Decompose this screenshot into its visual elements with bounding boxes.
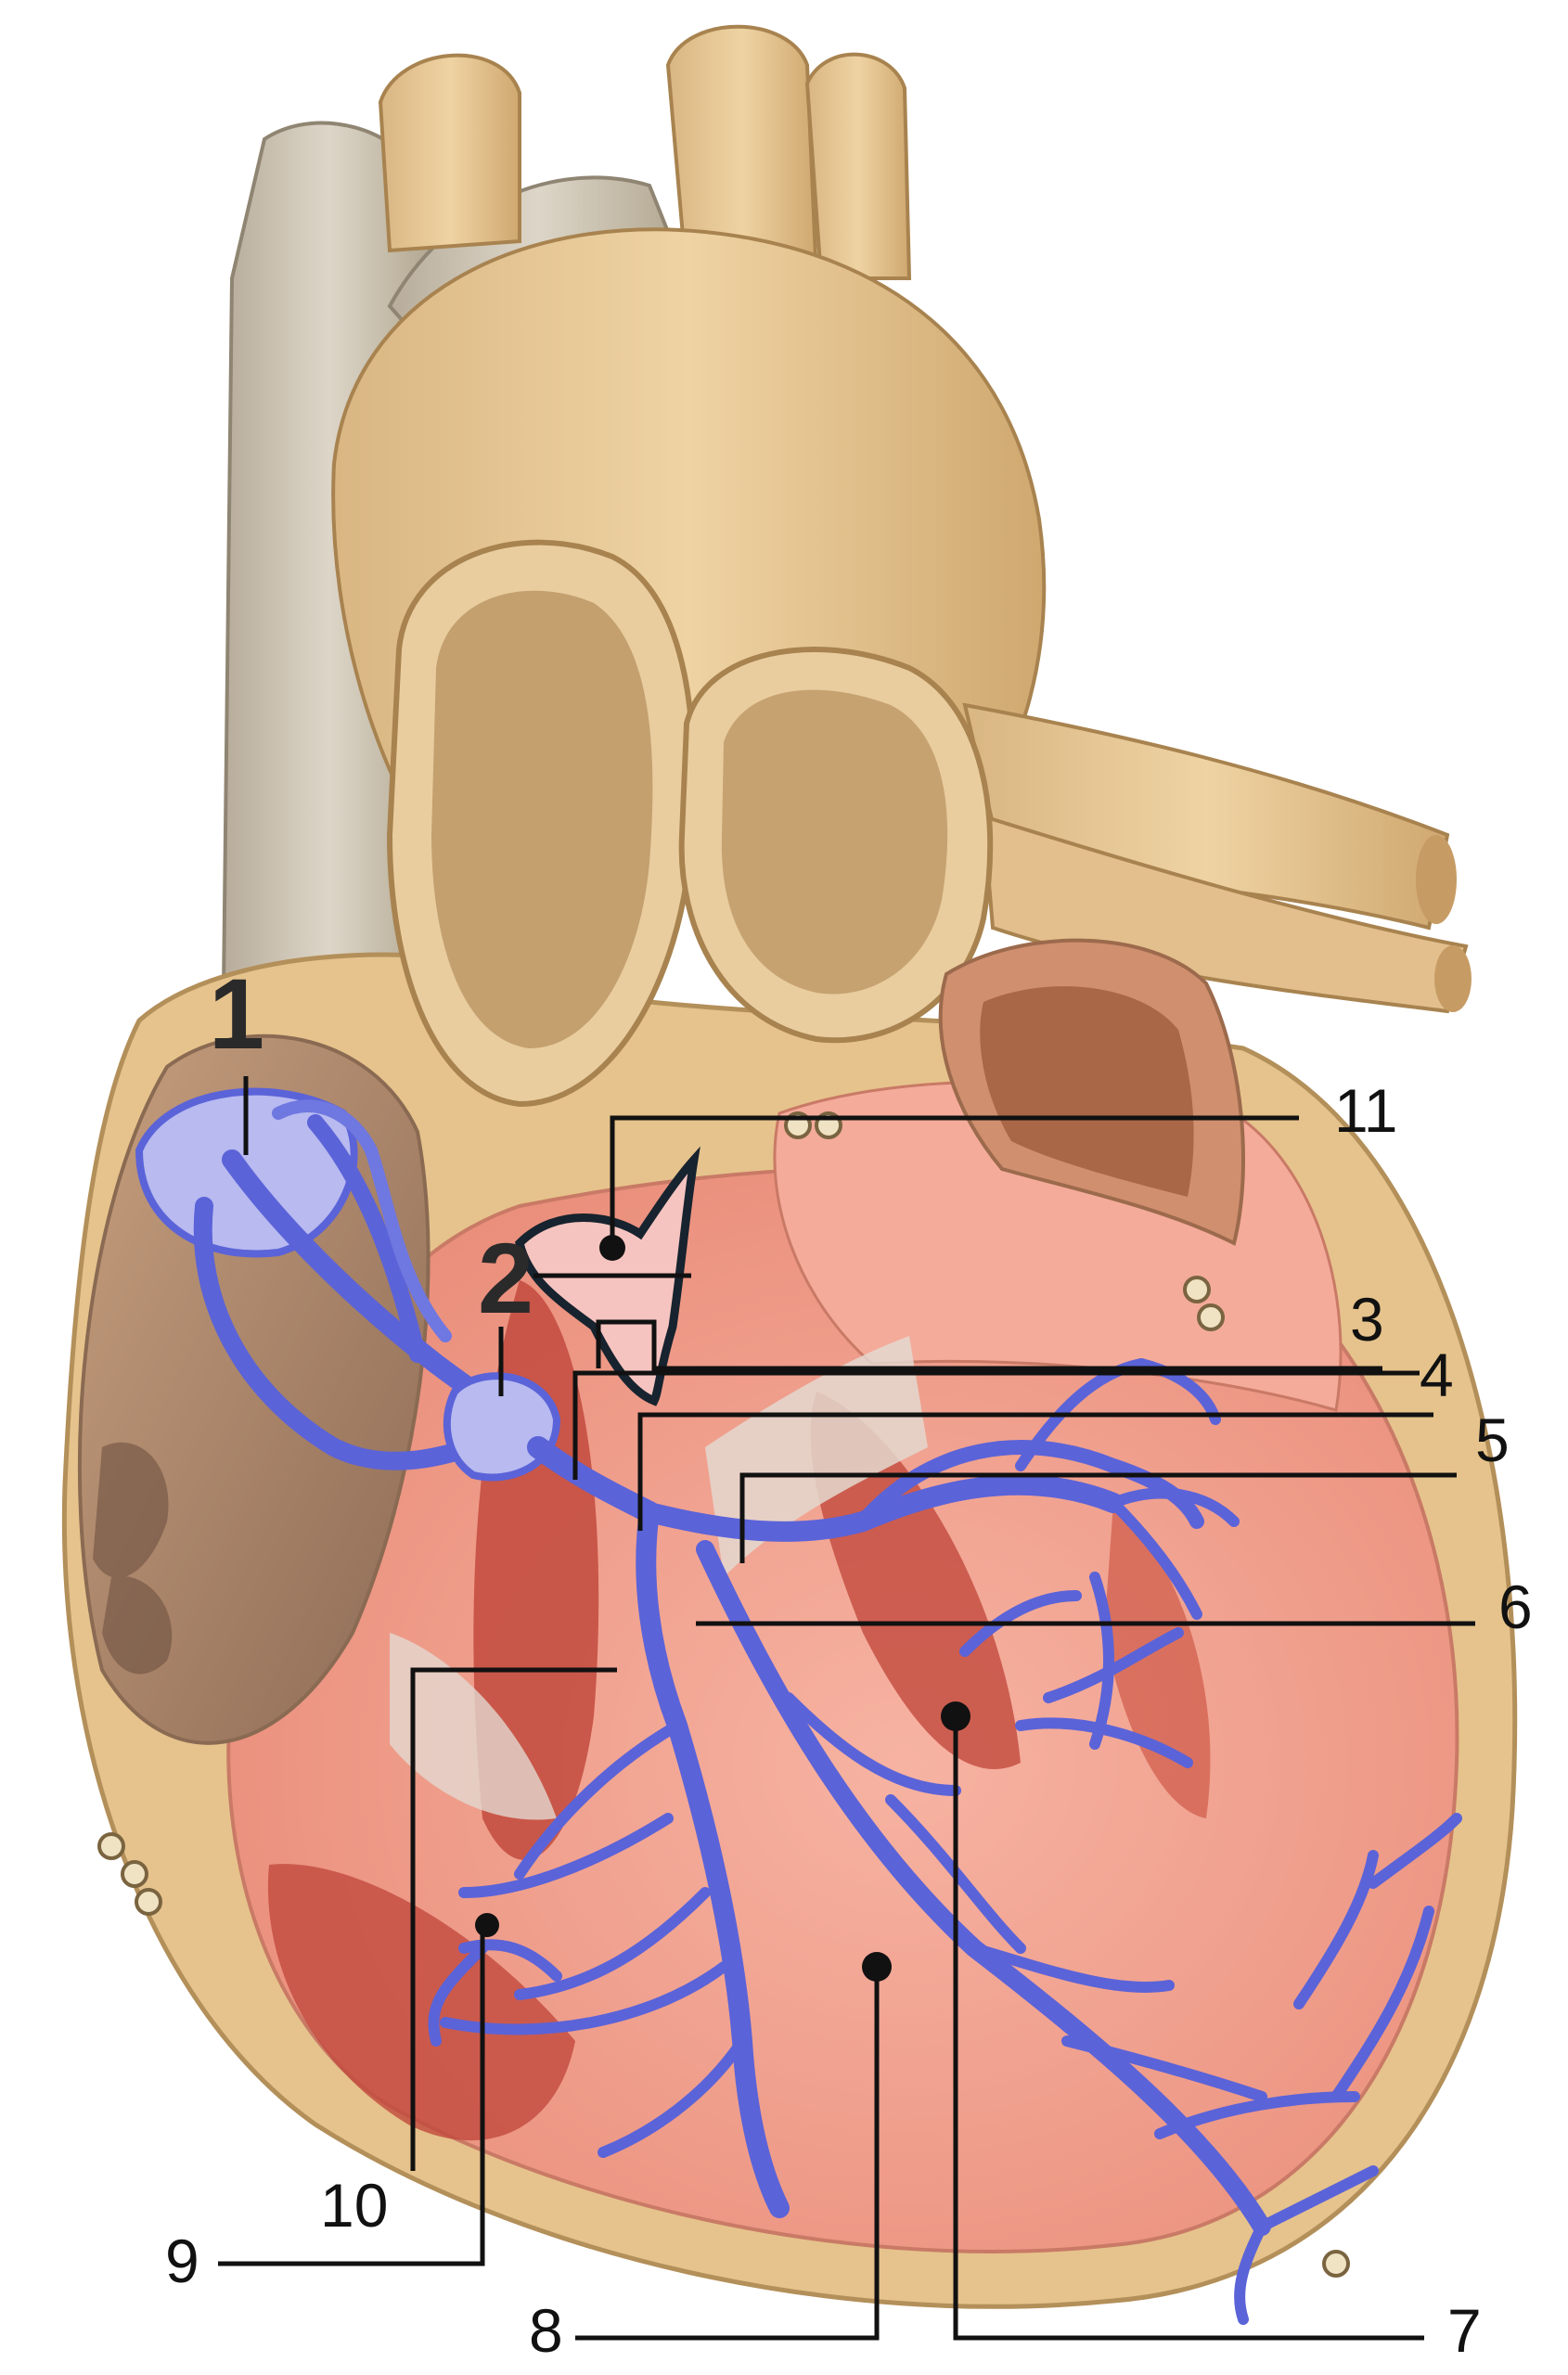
aortic-opening-inner xyxy=(431,590,653,1048)
bachmann-bundle xyxy=(272,1099,452,1342)
pulmonary-opening xyxy=(1416,835,1457,924)
conduction-system xyxy=(135,1087,1462,2325)
aortic-branch-3 xyxy=(804,52,912,280)
internodal-pathway-posterior xyxy=(307,1114,426,1363)
right-bundle-branch xyxy=(636,1502,790,2218)
pulmonary-opening-large-inner xyxy=(721,689,948,995)
leader-line-8 xyxy=(575,1967,880,2341)
label-4: 4 xyxy=(1420,1341,1454,1409)
label-1: 1 xyxy=(209,957,264,1070)
left-atrial-texture xyxy=(980,986,1194,1197)
leader-line-3 xyxy=(596,1319,1382,1371)
label-9: 9 xyxy=(165,2227,199,2295)
papillary-muscle-2 xyxy=(810,1392,1021,1770)
leader-line-7 xyxy=(953,1716,1424,2341)
leader-lines xyxy=(218,1076,1475,2341)
pulmonary-opening-2 xyxy=(1434,945,1472,1012)
chordae-tendineae xyxy=(705,1336,928,1577)
label-8: 8 xyxy=(529,2296,563,2365)
bundle-of-his xyxy=(527,1436,661,1523)
labels: 1 2 11 3 4 5 6 10 9 8 7 xyxy=(165,957,1533,2365)
label-7: 7 xyxy=(1447,2296,1482,2365)
pectinate-muscles xyxy=(93,1442,173,1675)
leader-line-9 xyxy=(218,1930,485,2266)
label-dots xyxy=(475,1235,970,1982)
dot-8 xyxy=(862,1952,892,1982)
label-6: 6 xyxy=(1498,1573,1533,1641)
dot-11 xyxy=(599,1235,625,1261)
label-11: 11 xyxy=(1334,1076,1398,1145)
chordae-tendineae-2 xyxy=(390,1633,557,1820)
purkinje-fibers xyxy=(428,1358,1462,2325)
papillary-muscle-3 xyxy=(267,1864,575,2141)
leader-line-11 xyxy=(610,1115,1299,1248)
aortic-branch-1 xyxy=(378,53,521,253)
aortic-branch-2 xyxy=(665,24,819,280)
heart-illustration xyxy=(61,24,1518,2325)
label-5: 5 xyxy=(1475,1406,1510,1474)
leader-line-10 xyxy=(410,1667,617,2171)
leader-line-6 xyxy=(739,1472,1457,1563)
label-10: 10 xyxy=(320,2171,388,2240)
label-2: 2 xyxy=(478,1222,533,1334)
leader-line-5 xyxy=(637,1412,1433,1531)
label-3: 3 xyxy=(1350,1285,1384,1354)
dot-7 xyxy=(941,1701,970,1731)
dot-9 xyxy=(475,1913,499,1937)
papillary-muscle-4 xyxy=(1104,1503,1211,1818)
leader-line-4 xyxy=(572,1370,1420,1480)
av-node-highlight xyxy=(515,1146,700,1406)
